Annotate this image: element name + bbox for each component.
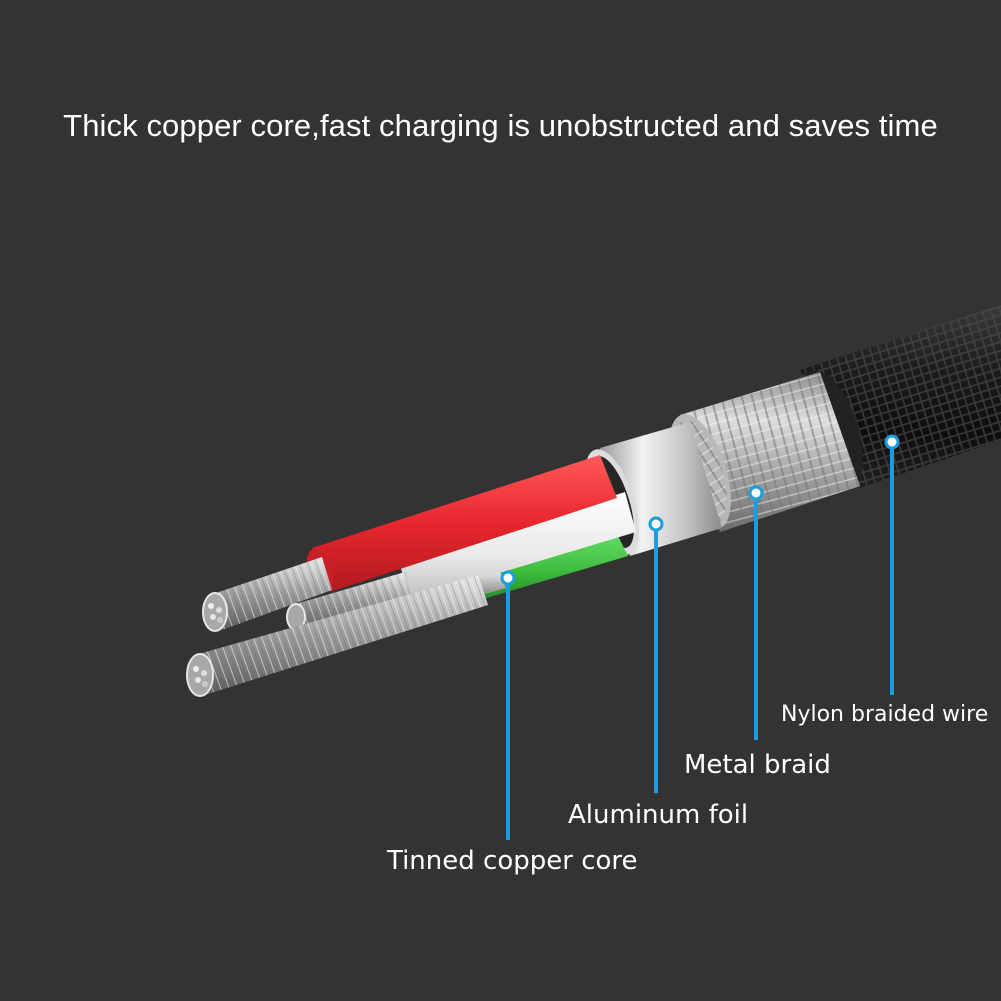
white-wire: [400, 492, 636, 600]
copper-strands: [186, 557, 506, 697]
headline: Thick copper core,fast charging is unobs…: [63, 108, 938, 143]
callout-foil: Aluminum foil: [568, 800, 749, 830]
metal-callout-dot: [748, 485, 764, 501]
foil-callout-dot: [648, 516, 664, 532]
callout-nylon: Nylon braided wire: [781, 702, 989, 727]
callout-lines: [500, 434, 900, 840]
copper-callout-dot: [500, 570, 516, 586]
callout-copper: Tinned copper core: [387, 846, 638, 876]
callout-metal: Metal braid: [684, 750, 831, 780]
nylon-callout-dot: [884, 434, 900, 450]
